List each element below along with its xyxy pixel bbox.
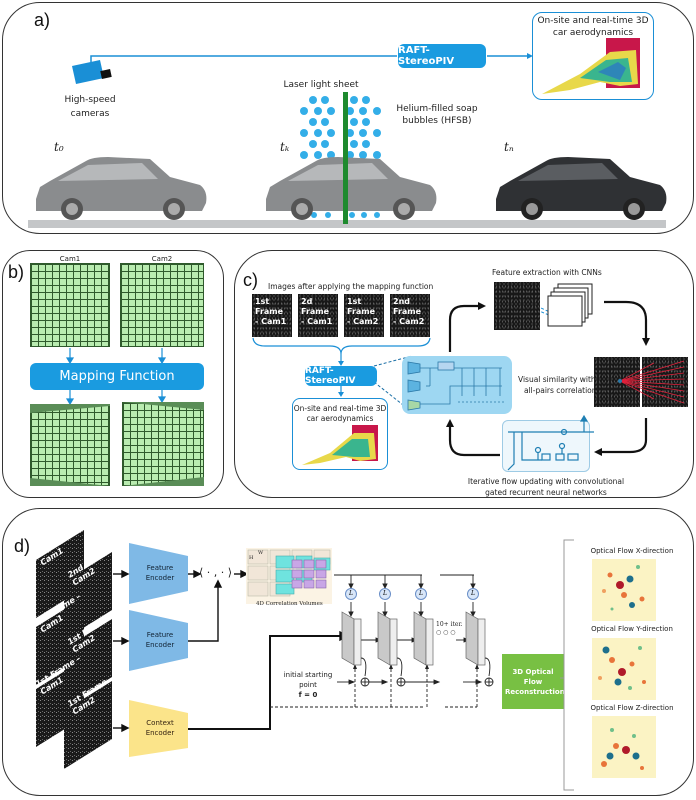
car-t0 xyxy=(36,157,207,220)
output-title-c-1: On-site and real-time 3D xyxy=(293,404,387,413)
frame-tile-2: 2d Frame - Cam1 xyxy=(298,294,338,337)
feature-encoder-1-shape xyxy=(129,543,188,604)
frame-tile-3: 1st Frame - Cam2 xyxy=(344,294,384,337)
cam1-grid-after xyxy=(30,404,110,486)
panel-a-label: a) xyxy=(34,10,51,30)
cam1-grid-before xyxy=(30,263,110,347)
hfsb-label-1: Helium-filled soap xyxy=(396,104,478,114)
cam1-label: Cam1 xyxy=(59,255,81,263)
laser-sheet xyxy=(343,92,348,224)
context-encoder-shape xyxy=(129,700,188,757)
output-bracket xyxy=(560,539,574,791)
flow-y-label: Optical Flow Y-direction xyxy=(591,625,673,633)
panel-b-label: b) xyxy=(8,262,25,282)
camera-icon xyxy=(72,60,112,84)
frame-tile-4-l1: 2nd Frame xyxy=(393,297,422,316)
panel-c-label: c) xyxy=(243,270,258,290)
aerodynamics-plot-a xyxy=(542,38,640,94)
feature-input-image xyxy=(494,282,540,330)
correlation-volume-grid xyxy=(247,549,331,597)
iterative-label-2: gated recurrent neural networks xyxy=(485,488,607,497)
lookup-node-4: L xyxy=(467,588,479,600)
stack-3 xyxy=(36,659,112,769)
feature-encoder-1-label: Feature Encoder xyxy=(145,564,175,582)
aerodynamics-plot-c xyxy=(302,425,378,465)
hfsb-bubbles xyxy=(300,96,381,218)
frame-tile-3-l1: 1st Frame xyxy=(347,297,376,316)
cameras-label-2: cameras xyxy=(70,109,110,119)
cam2-grid-after xyxy=(122,402,204,486)
feature-encoder-2-label: Feature Encoder xyxy=(145,631,175,649)
frame-tile-4: 2nd Frame - Cam2 xyxy=(390,294,430,337)
images-caption: Images after applying the mapping functi… xyxy=(268,282,434,291)
flow-z-label: Optical Flow Z-direction xyxy=(590,704,674,712)
init-point-2: point xyxy=(299,681,317,689)
feature-encoder-2-shape xyxy=(129,610,188,671)
panel-c-connectors xyxy=(252,297,650,457)
image-stacks xyxy=(36,530,112,769)
inner-product-symbol: ⟨ · , · ⟩ xyxy=(199,566,233,579)
cam2-grid-before xyxy=(120,263,204,347)
context-encoder-label: Context Encoder xyxy=(145,719,175,737)
output-title-a-2: car aerodynamics xyxy=(552,28,634,38)
flow-heatmap-blobs xyxy=(598,565,646,770)
mapping-mask-shapes xyxy=(30,402,204,486)
panel-d-label: d) xyxy=(14,536,31,556)
iterations-label: 10+ iter. xyxy=(436,621,463,628)
frame-tile-1-l1: 1st Frame xyxy=(255,297,284,316)
frame-tile-1-l2: - Cam1 xyxy=(255,317,287,326)
gru-blocks xyxy=(341,611,486,666)
lookup-node-1: L xyxy=(345,588,357,600)
mapping-function-button[interactable]: Mapping Function xyxy=(30,363,204,390)
cam2-label: Cam2 xyxy=(151,255,173,263)
time-label-tn: tₙ xyxy=(504,140,514,154)
raft-mini-diagram-lines xyxy=(407,361,506,411)
visual-similarity-1: Visual similarity with xyxy=(518,375,596,384)
ground xyxy=(28,220,666,228)
car-tn xyxy=(496,157,667,220)
convgru-lines xyxy=(507,414,594,471)
corr-h-label: H xyxy=(249,555,254,561)
raft-stereopiv-button-c[interactable]: RAFT- StereoPIV xyxy=(305,366,377,386)
reconstruction-label: 3D Optical Flow Reconstruction xyxy=(505,667,565,696)
cameras-label-1: High-speed xyxy=(64,95,116,105)
flow-x-label: Optical Flow X-direction xyxy=(590,547,674,555)
laser-label: Laser light sheet xyxy=(283,80,359,90)
convgru-diagram xyxy=(502,420,590,472)
time-label-tk: tₖ xyxy=(280,140,290,154)
car-tk xyxy=(266,157,437,220)
frame-tile-2-l2: - Cam1 xyxy=(301,317,333,326)
camera-connector-line xyxy=(90,53,533,64)
reconstruction-block: 3D Optical Flow Reconstruction xyxy=(502,654,565,709)
corr-volumes-label: 4D Correlation Volumes xyxy=(256,601,323,607)
iterations-dots: ○ ○ ○ xyxy=(436,629,456,636)
hfsb-label-2: bubbles (HFSB) xyxy=(402,116,472,126)
iterative-label-1: Iterative flow updating with convolution… xyxy=(467,477,625,486)
corr-w-label: W xyxy=(258,550,264,556)
frame-tile-4-l2: - Cam2 xyxy=(393,317,425,326)
time-label-t0: t₀ xyxy=(54,140,64,154)
init-point-3: f = 0 xyxy=(298,691,318,699)
correlation-rays xyxy=(618,360,685,404)
lookup-node-3: L xyxy=(415,588,427,600)
output-title-c-2: car aerodynamics xyxy=(306,414,374,423)
feature-map-stack xyxy=(547,283,593,327)
raft-stereopiv-button-a[interactable]: RAFT- StereoPIV xyxy=(398,44,486,68)
mapping-arrows xyxy=(65,348,167,406)
output-title-a-1: On-site and real-time 3D xyxy=(537,16,649,26)
frame-tile-2-l1: 2d Frame xyxy=(301,297,330,316)
frame-tile-1: 1st Frame - Cam1 xyxy=(252,294,292,337)
init-point-1: initial starting xyxy=(283,671,333,679)
lookup-node-2: L xyxy=(379,588,391,600)
frame-tile-3-l2: - Cam2 xyxy=(347,317,379,326)
feature-extraction-label: Feature extraction with CNNs xyxy=(492,268,602,277)
visual-similarity-2: all-pairs correlation xyxy=(524,386,597,395)
